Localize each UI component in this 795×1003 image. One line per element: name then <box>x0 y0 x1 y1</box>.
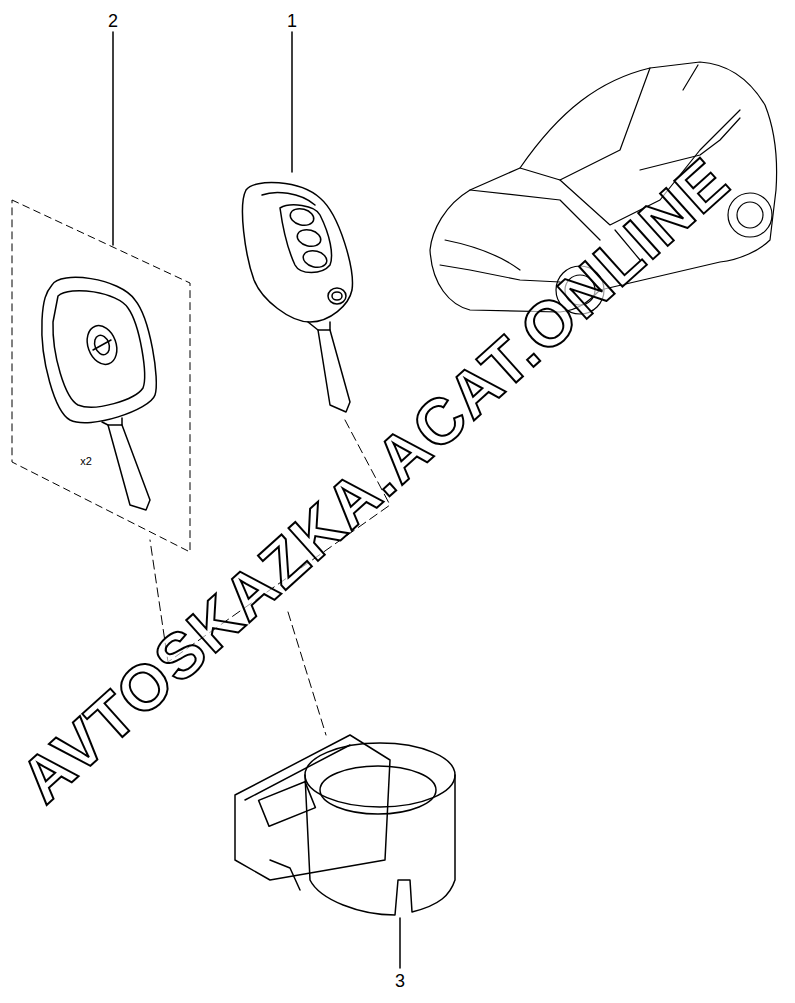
key-remote <box>242 182 352 412</box>
callout-number: 1 <box>287 12 297 30</box>
callout-number: 2 <box>108 12 118 30</box>
immobilizer-ring <box>235 735 455 915</box>
group-outline <box>12 200 190 552</box>
leader-line <box>399 918 401 968</box>
leader-line <box>291 32 293 172</box>
key-plain <box>42 277 156 510</box>
callout-number: 3 <box>395 972 405 990</box>
watermark: AVTOSKAZKA.ACAT.ONLINE <box>10 146 741 813</box>
leader-line <box>112 32 114 245</box>
quantity-label: x2 <box>80 456 92 467</box>
